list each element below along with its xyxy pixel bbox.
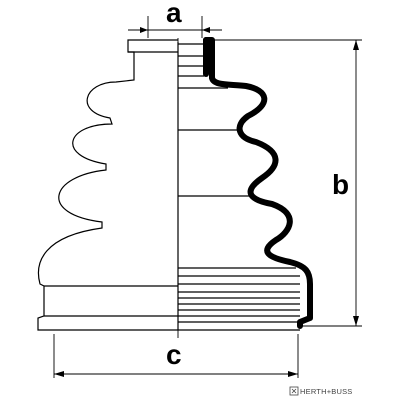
boot-section-inner (177, 42, 300, 331)
dimension-c: c (53, 334, 299, 378)
brand-logo: HERTH+BUSS (289, 386, 353, 396)
dimension-b: b (210, 39, 362, 327)
dimension-a: a (128, 0, 222, 38)
boot-section-wall (203, 37, 313, 329)
boot-outline-left (37, 39, 178, 331)
dimension-b-label: b (332, 169, 349, 200)
dimension-a-label: a (166, 0, 182, 28)
brand-label: HERTH+BUSS (300, 387, 353, 396)
dimension-c-label: c (166, 339, 182, 370)
